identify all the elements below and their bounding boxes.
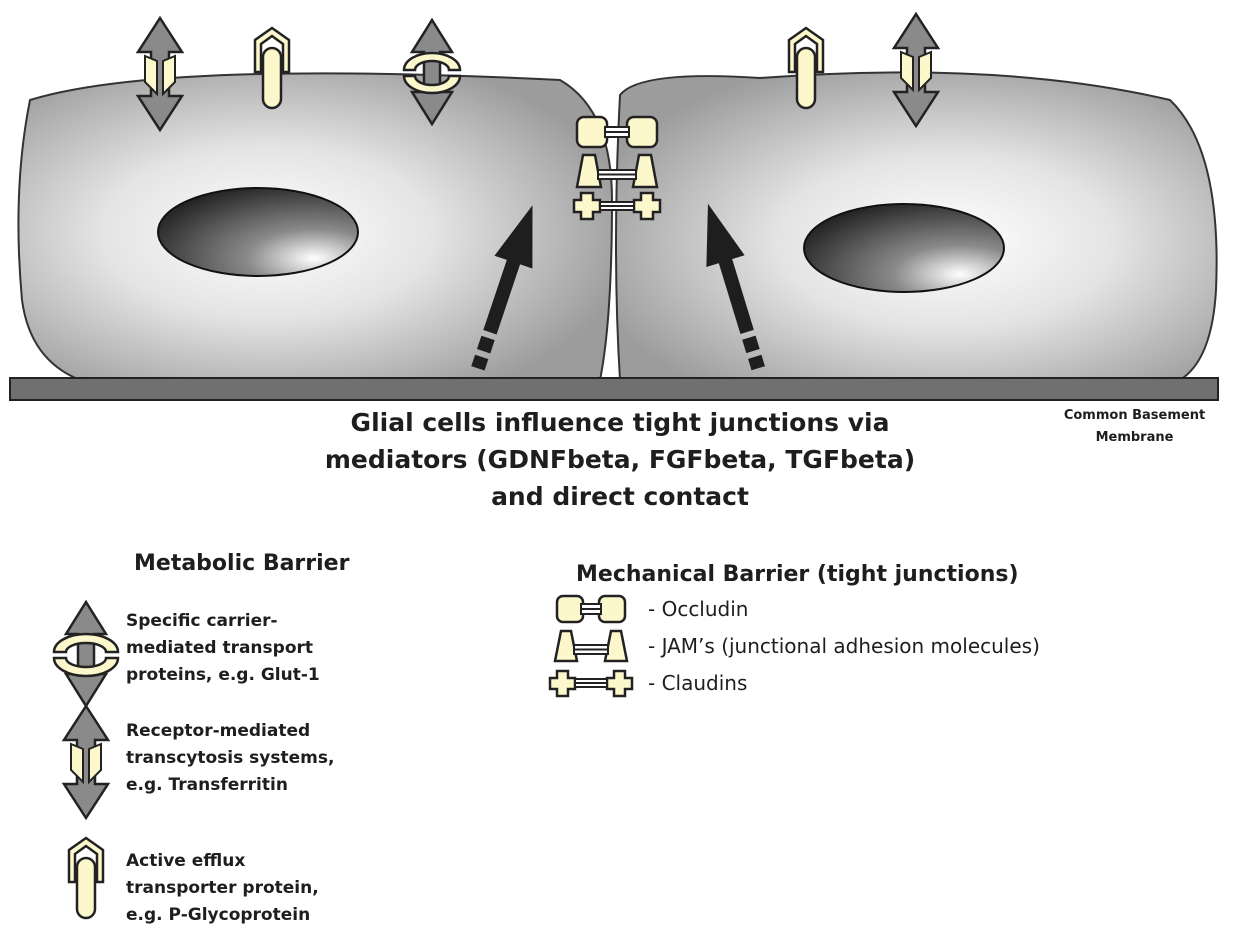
legend-carrier-transport-icon (54, 602, 118, 706)
legend-efflux-transporter-icon (69, 838, 103, 918)
legend-item-transcytosis: Receptor-mediated transcytosis systems, … (126, 718, 334, 799)
legend-line: transporter protein, (126, 875, 319, 902)
metabolic-barrier-title: Metabolic Barrier (134, 551, 349, 576)
legend-item-efflux-transporter: Active efflux transporter protein, e.g. … (126, 848, 319, 929)
mechanical-barrier-title: Mechanical Barrier (tight junctions) (576, 562, 1019, 587)
nucleus-left (158, 188, 358, 276)
basement-membrane-label-line: Common Basement (1030, 405, 1239, 427)
legend-line: transcytosis systems, (126, 745, 334, 772)
basement-membrane (10, 378, 1218, 400)
mechanical-item-jam: - JAM’s (junctional adhesion molecules) (648, 634, 1040, 658)
legend-line: proteins, e.g. Glut-1 (126, 662, 320, 689)
legend-line: Receptor-mediated (126, 718, 334, 745)
legend-line: e.g. P-Glycoprotein (126, 902, 319, 929)
legend-jam-icon (555, 631, 627, 661)
legend-item-carrier-transport: Specific carrier- mediated transport pro… (126, 608, 320, 689)
legend-line: e.g. Transferritin (126, 772, 334, 799)
nucleus-right (804, 204, 1004, 292)
legend-transcytosis-icon (64, 706, 108, 818)
legend-claudin-icon (550, 671, 632, 696)
basement-membrane-label: Common Basement Membrane (1030, 405, 1239, 449)
caption-line: Glial cells influence tight junctions vi… (240, 404, 1000, 441)
legend-line: Specific carrier- (126, 608, 320, 635)
glial-influence-caption: Glial cells influence tight junctions vi… (240, 404, 1000, 515)
mechanical-item-claudins: - Claudins (648, 671, 747, 695)
legend-line: mediated transport (126, 635, 320, 662)
legend-occludin-icon (557, 596, 625, 622)
caption-line: and direct contact (240, 478, 1000, 515)
basement-membrane-label-line: Membrane (1030, 427, 1239, 449)
legend-line: Active efflux (126, 848, 319, 875)
mechanical-item-occludin: - Occludin (648, 597, 748, 621)
caption-line: mediators (GDNFbeta, FGFbeta, TGFbeta) (240, 441, 1000, 478)
